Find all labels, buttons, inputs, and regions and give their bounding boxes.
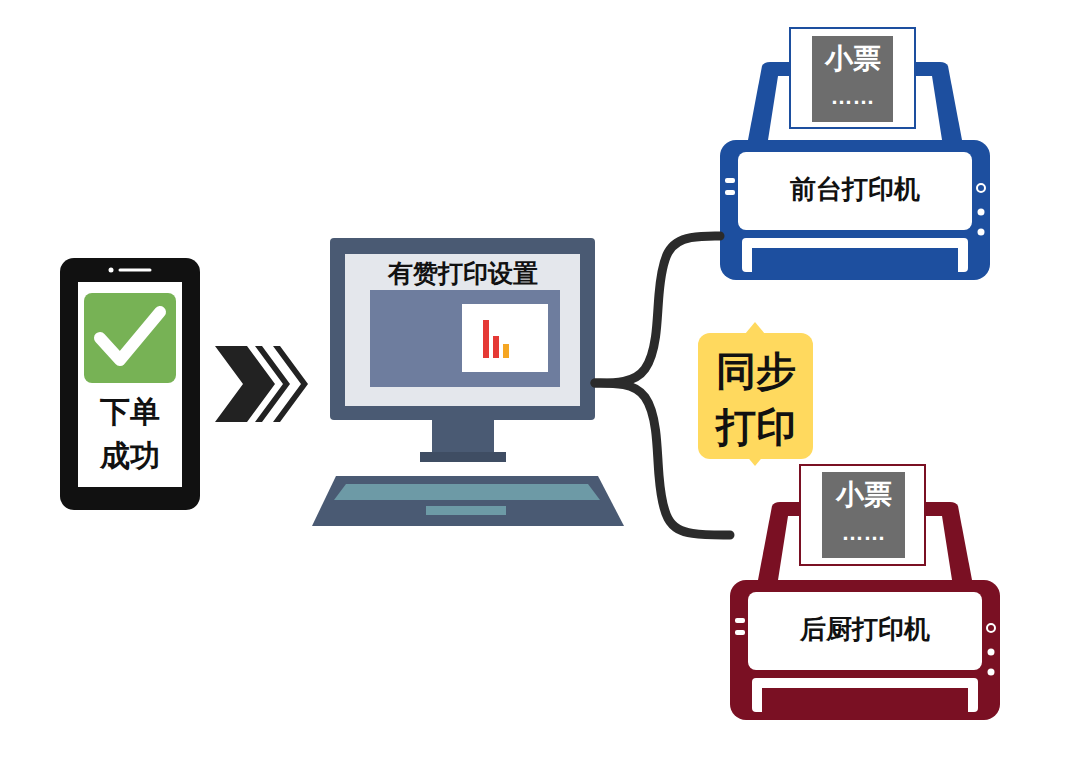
node-label: …… [831,84,875,110]
ticket-box: 小票 …… [822,472,905,558]
node-label: 前台打印机 [790,174,920,205]
node-label: 小票 [825,42,881,76]
phone-icon [60,258,200,510]
computer-icon [312,238,624,526]
computer-box: 有赞打印设置 [330,238,595,420]
printer-box: 后厨打印机 [730,500,1000,720]
node-label: 下单 成功 [95,390,165,477]
ticket-paper [790,28,915,128]
ticket-box: 小票 …… [812,36,893,122]
node-label: 后厨打印机 [800,614,930,645]
ticket-paper [800,465,925,565]
phone-screen: 下单 成功 [60,258,200,510]
node-label: …… [842,520,886,546]
node-label: 小票 [836,478,892,512]
chevron-arrow [215,346,308,422]
printer-icon [720,62,990,280]
printer-icon [730,502,1000,720]
node-label: 有赞打印设置 [388,258,538,288]
node-label: 同步 打印 [711,343,801,455]
printer-box: 前台打印机 [720,60,990,280]
sync-badge: 同步 打印 [698,333,813,459]
